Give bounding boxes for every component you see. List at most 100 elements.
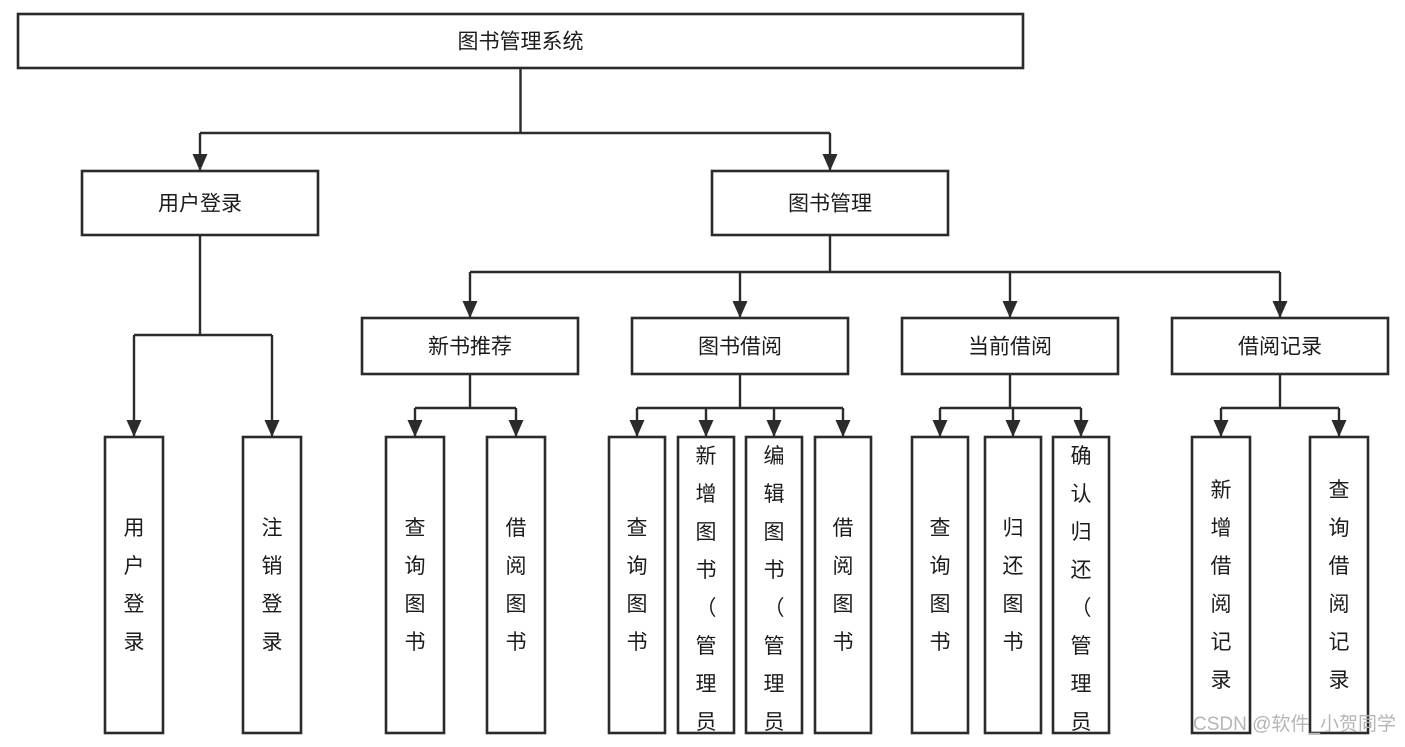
svg-text:查: 查 <box>405 517 426 540</box>
svg-text:图: 图 <box>930 593 951 616</box>
node-root-label: 图书管理系统 <box>458 31 584 54</box>
node-book-borrow-label: 图书借阅 <box>698 336 782 359</box>
node-book-manage-label: 图书管理 <box>788 193 872 216</box>
leaf-query-book-rec[interactable] <box>384 435 446 735</box>
svg-text:理: 理 <box>1071 673 1092 696</box>
svg-text:阅: 阅 <box>833 555 854 578</box>
leaf-query-book-cur[interactable] <box>910 435 970 735</box>
node-new-book-recommend-label: 新书推荐 <box>428 336 512 359</box>
svg-text:记: 记 <box>1329 631 1350 654</box>
svg-text:录: 录 <box>124 631 145 654</box>
node-borrow-record[interactable] <box>1170 316 1390 376</box>
svg-text:管: 管 <box>764 635 785 658</box>
svg-text:图: 图 <box>506 593 527 616</box>
node-box-layer <box>16 12 1390 735</box>
node-new-book-recommend[interactable] <box>360 316 580 376</box>
svg-text:登: 登 <box>124 593 145 616</box>
node-current-borrow-label: 当前借阅 <box>968 336 1052 359</box>
svg-text:借: 借 <box>833 517 854 540</box>
svg-text:员: 员 <box>1071 711 1092 734</box>
svg-text:认: 认 <box>1071 483 1092 506</box>
arrow-head-icon <box>126 420 142 437</box>
arrow-head-icon <box>407 420 423 437</box>
arrow-head-icon <box>264 420 280 437</box>
arrow-head-icon <box>1272 301 1288 318</box>
leaf-user-login[interactable] <box>103 435 165 735</box>
svg-text:图: 图 <box>696 521 717 544</box>
node-current-borrow[interactable] <box>900 316 1120 376</box>
svg-text:询: 询 <box>405 555 426 578</box>
svg-text:借: 借 <box>506 517 527 540</box>
svg-text:询: 询 <box>1329 517 1350 540</box>
leaf-borrow-book-br[interactable] <box>813 435 873 735</box>
svg-text:借: 借 <box>1211 555 1232 578</box>
svg-text:书: 书 <box>833 631 854 654</box>
svg-text:录: 录 <box>1211 669 1232 692</box>
arrow-head-icon <box>1331 420 1347 437</box>
svg-text:还: 还 <box>1071 559 1092 582</box>
svg-text:书: 书 <box>506 631 527 654</box>
node-user-login-label: 用户登录 <box>158 193 242 216</box>
svg-text:辑: 辑 <box>764 483 785 506</box>
svg-text:图: 图 <box>764 521 785 544</box>
svg-text:录: 录 <box>1329 669 1350 692</box>
svg-text:销: 销 <box>262 555 283 578</box>
arrow-head-icon <box>192 154 208 171</box>
svg-text:确: 确 <box>1071 445 1092 468</box>
arrow-head-icon <box>462 301 478 318</box>
arrow-head-icon <box>1213 420 1229 437</box>
svg-text:借: 借 <box>1329 555 1350 578</box>
svg-text:图: 图 <box>405 593 426 616</box>
svg-text:（: （ <box>1071 597 1092 620</box>
svg-text:书: 书 <box>696 559 717 582</box>
leaf-return-book[interactable] <box>983 435 1043 735</box>
svg-text:查: 查 <box>1329 479 1350 502</box>
node-user-login[interactable] <box>80 169 320 237</box>
node-book-borrow[interactable] <box>630 316 850 376</box>
leaf-add-record[interactable] <box>1190 435 1252 735</box>
svg-text:询: 询 <box>627 555 648 578</box>
svg-text:（: （ <box>764 597 785 620</box>
svg-text:理: 理 <box>764 673 785 696</box>
leaf-borrow-book-rec[interactable] <box>485 435 547 735</box>
svg-text:查: 查 <box>627 517 648 540</box>
leaf-user-logout[interactable] <box>241 435 303 735</box>
arrow-head-icon <box>698 420 714 437</box>
leaf-edit-book[interactable] <box>744 435 804 735</box>
leaf-add-book[interactable] <box>676 435 736 735</box>
svg-text:书: 书 <box>764 559 785 582</box>
arrow-head-icon <box>732 301 748 318</box>
node-book-manage[interactable] <box>710 169 950 237</box>
svg-text:记: 记 <box>1211 631 1232 654</box>
svg-text:书: 书 <box>1003 631 1024 654</box>
arrow-head-icon <box>629 420 645 437</box>
arrow-head-icon <box>1005 420 1021 437</box>
svg-text:增: 增 <box>696 483 717 506</box>
connector-layer <box>126 68 1347 437</box>
leaf-confirm-return[interactable] <box>1051 435 1111 735</box>
svg-text:员: 员 <box>696 711 717 734</box>
svg-text:管: 管 <box>1071 635 1092 658</box>
svg-text:书: 书 <box>405 631 426 654</box>
leaf-query-record[interactable] <box>1308 435 1370 735</box>
svg-text:图: 图 <box>627 593 648 616</box>
node-borrow-record-label: 借阅记录 <box>1238 336 1322 359</box>
leaf-user-login-label: 用户登录 <box>124 517 145 654</box>
node-root[interactable] <box>16 12 1025 70</box>
arrow-head-icon <box>766 420 782 437</box>
svg-text:阅: 阅 <box>506 555 527 578</box>
svg-text:录: 录 <box>262 631 283 654</box>
leaf-query-book-br[interactable] <box>607 435 667 735</box>
watermark-label: CSDN @软件_小贺同学 <box>1193 713 1396 735</box>
